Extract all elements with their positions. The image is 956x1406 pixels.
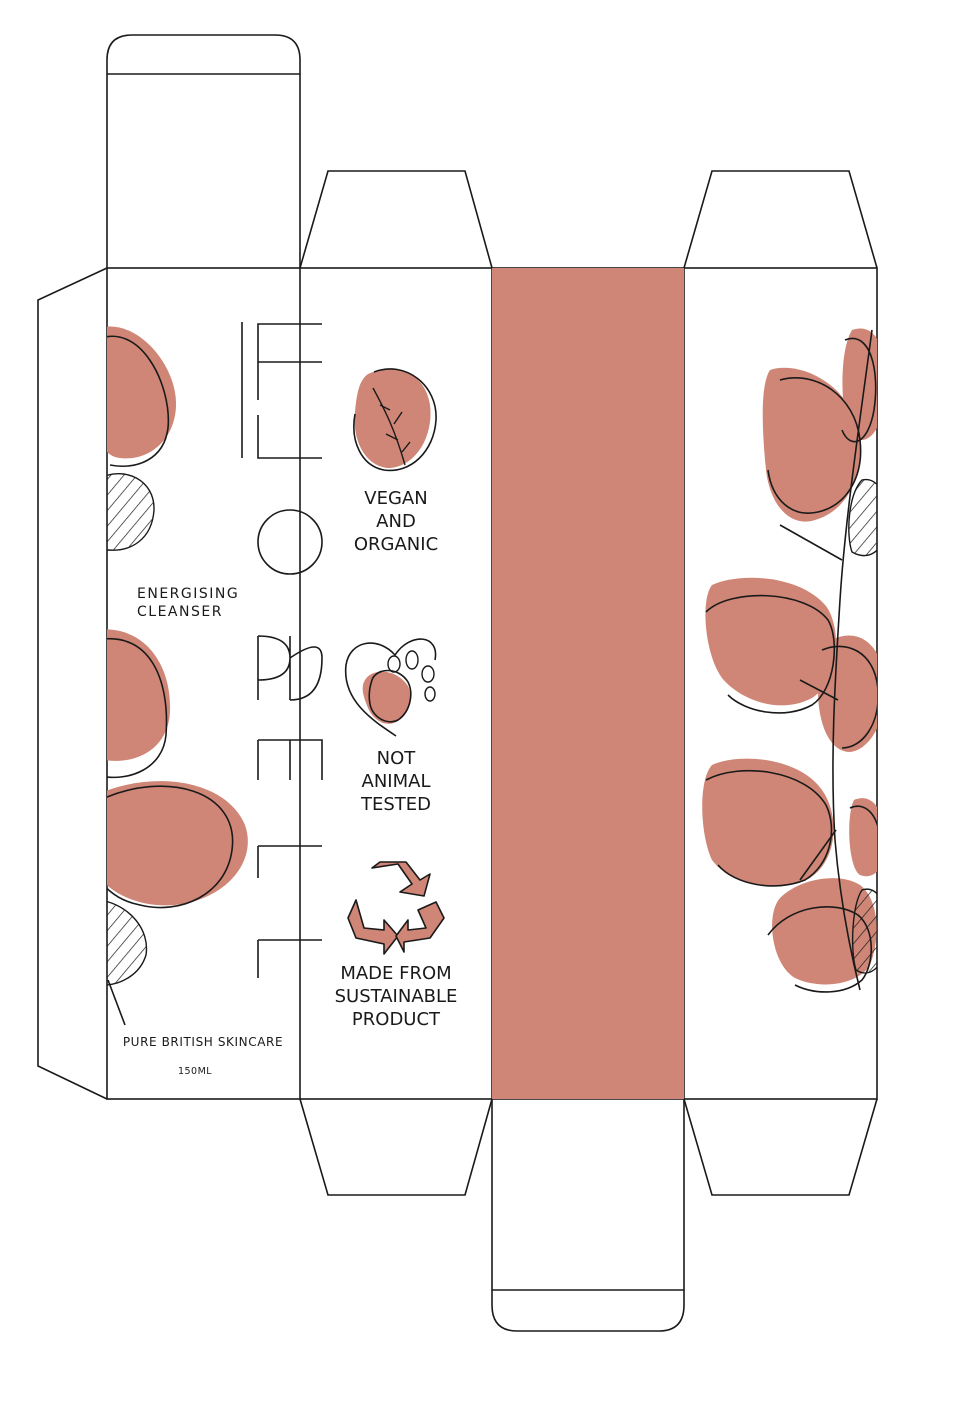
logo-letter-e (257, 739, 323, 780)
vegan-claim-line3: ORGANIC (354, 534, 438, 555)
front-panel-leaves (107, 326, 248, 1026)
vegan-claim-line2: AND (376, 511, 416, 532)
hatched-leaf (107, 473, 155, 551)
sustainable-claim-line1: MADE FROM (340, 963, 451, 984)
bottom-dust-flap-right (683, 1098, 878, 1196)
back-panel-leaves (702, 328, 877, 993)
hatched-leaf (107, 900, 148, 986)
brand-logo (241, 322, 323, 978)
logo-letter-l (257, 939, 322, 978)
cruelty-free-claim-line2: ANIMAL (362, 771, 431, 792)
logo-letter-l (257, 845, 322, 878)
top-tuck-flap (106, 34, 301, 268)
top-dust-flap-left (299, 170, 493, 269)
sustainable-claim-line3: PRODUCT (352, 1009, 441, 1030)
cruelty-free-claim-line3: TESTED (360, 794, 431, 815)
volume-label: 150ML (178, 1066, 212, 1077)
sustainable-claim-line2: SUSTAINABLE (335, 986, 458, 1007)
product-name-line1: ENERGISING (137, 586, 239, 602)
heart-paw-icon (344, 638, 437, 737)
logo-letter-o (257, 509, 323, 575)
bottom-dust-flap-left (299, 1098, 493, 1196)
accent-panel (492, 268, 684, 1099)
hatched-leaf (851, 888, 877, 974)
logo-letter-l (257, 415, 322, 459)
tagline: PURE BRITISH SKINCARE (123, 1035, 283, 1049)
glue-flap (37, 267, 108, 1100)
top-dust-flap-right (683, 170, 878, 269)
bottom-tuck-flap (491, 1099, 685, 1332)
logo-letter-b (257, 635, 323, 701)
logo-letter-e (257, 323, 322, 400)
recycle-icon (347, 861, 445, 955)
product-name-line2: CLEANSER (137, 604, 223, 620)
vegan-claim-line1: VEGAN (364, 488, 427, 509)
leaf-icon (353, 368, 437, 472)
cruelty-free-claim-line1: NOT (377, 748, 417, 769)
hatched-leaf (848, 478, 877, 557)
